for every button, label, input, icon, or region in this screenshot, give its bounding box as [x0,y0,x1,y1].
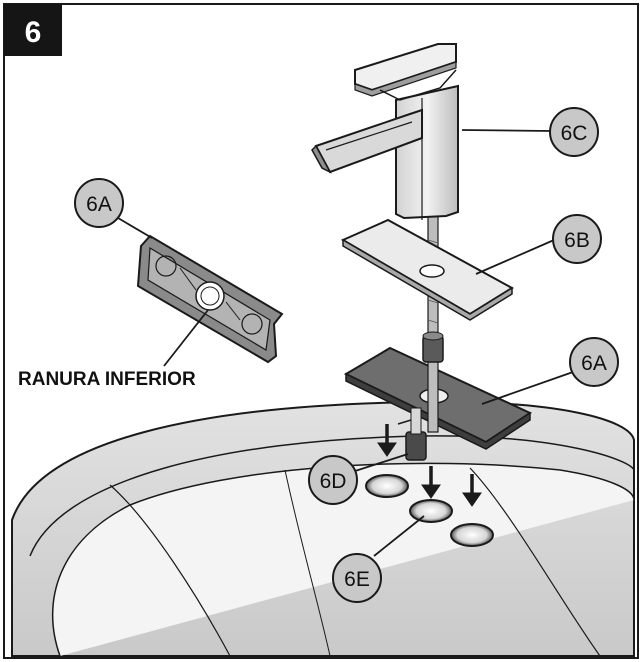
svg-text:6A: 6A [581,352,607,375]
callout-6d: 6D [308,455,358,505]
callout-6a-base: 6A [569,337,619,387]
callout-6a-top: 6A [74,178,124,228]
cover-plate-6b [340,218,514,321]
callout-6b: 6B [552,214,602,264]
svg-text:6A: 6A [86,193,112,216]
leader-lines [117,129,574,557]
svg-text:6B: 6B [564,229,590,252]
down-arrows [377,424,482,507]
step-number: 6 [25,16,42,49]
callout-6e: 6E [332,553,382,603]
threaded-rod [397,211,444,461]
svg-text:6E: 6E [344,568,370,591]
sink-hole-left [365,474,409,498]
faucet-6c [311,43,459,220]
gasket-6a-detached [136,234,284,364]
step-badge: 6 [4,4,62,56]
sink-hole-right [450,523,494,547]
svg-text:6C: 6C [561,122,588,145]
sink-hole-center [409,499,453,523]
callout-6c: 6C [549,107,599,157]
svg-text:6D: 6D [320,470,347,493]
label-ranura-inferior: RANURA INFERIOR [18,369,196,390]
